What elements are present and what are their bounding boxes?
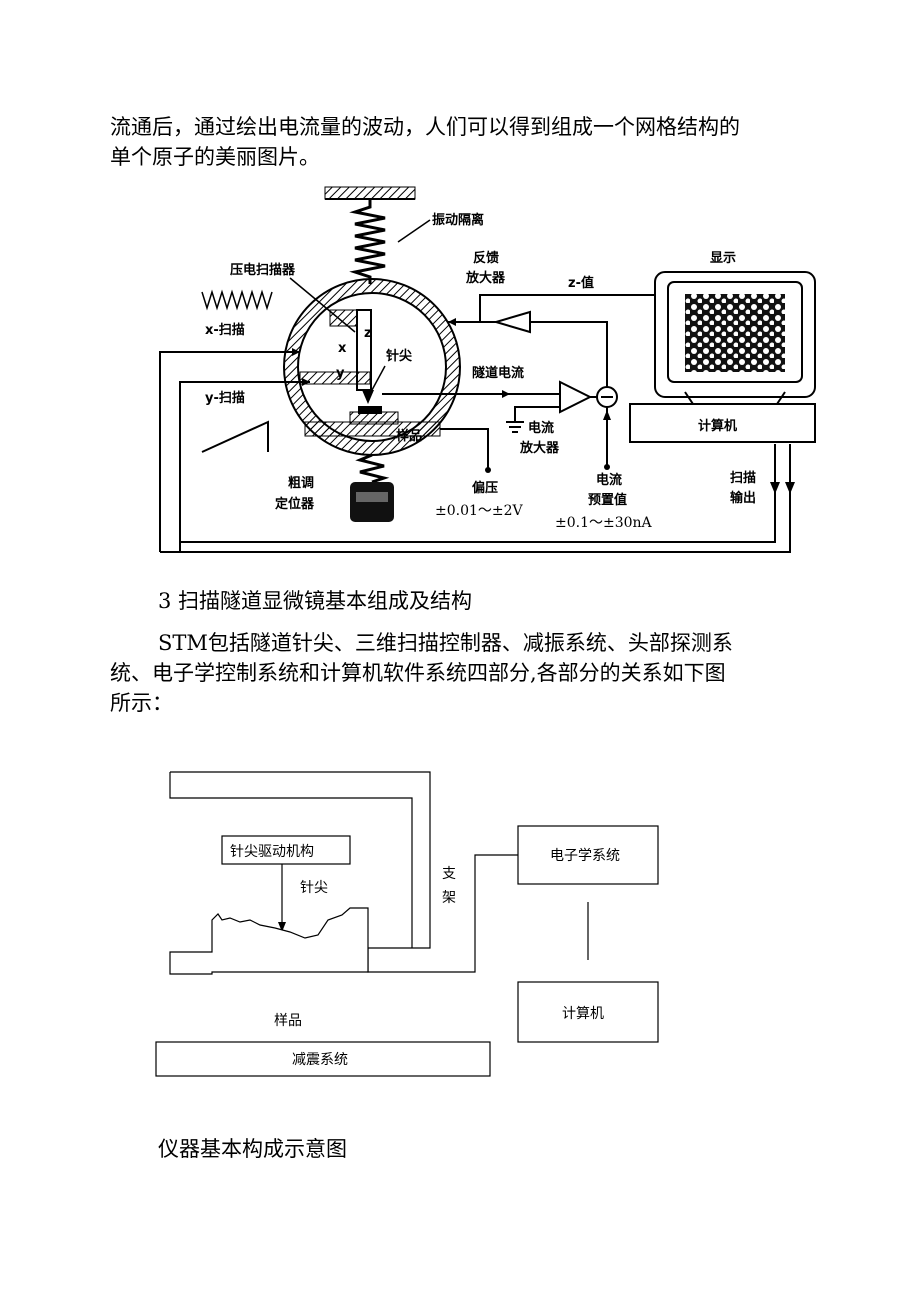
electronics-box (517, 825, 659, 885)
computer-case (629, 403, 816, 443)
label-y-scan: y-扫描 (205, 390, 245, 406)
damping-system-box (155, 1041, 491, 1077)
label-preset-1: 电流 (596, 472, 622, 488)
section-heading: 3 扫描隧道显微镜基本组成及结构 (158, 589, 473, 613)
ceiling-mount (324, 186, 416, 200)
label-x-scan: x-扫描 (205, 322, 245, 338)
stm-schematic-figure: 振动隔离 z y x 粗调 定位器 压电扫描器 x-扫描 y-扫描 反馈 放大器… (159, 186, 816, 553)
axis-z-label: z (364, 326, 372, 341)
label-sample: 样品 (396, 428, 422, 444)
sample-profile (169, 907, 369, 975)
body-line-1: STM包括隧道针尖、三维扫描控制器、减振系统、头部探测系 (158, 631, 733, 655)
label-coarse-1: 粗调 (288, 475, 314, 491)
label-damping: 减震系统 (292, 1052, 348, 1068)
label-tunnel-current: 隧道电流 (472, 365, 524, 381)
label-feedback-2: 放大器 (465, 270, 506, 286)
label-bias-1: 偏压 (472, 480, 498, 496)
spring-icon (349, 199, 386, 284)
label-support-1: 支 (442, 866, 456, 882)
intro-line-1: 流通后，通过绘出电流量的波动，人们可以得到组成一个网格结构的 (110, 115, 740, 139)
label-bias-range: ±0.01～±2V (435, 503, 524, 519)
label-sample: 样品 (274, 1013, 302, 1029)
body-line-2: 统、电子学控制系统和计算机软件系统四部分,各部分的关系如下图 (110, 661, 726, 685)
computer-box (517, 981, 659, 1043)
figure-caption: 仪器基本构成示意图 (158, 1137, 347, 1161)
label-z-value: z-值 (568, 275, 594, 291)
current-amplifier-symbol (559, 380, 593, 414)
body-line-3: 所示： (110, 691, 173, 715)
label-current-amp-2: 放大器 (519, 440, 560, 456)
label-tip: 针尖 (385, 348, 412, 364)
y-scan-waveform (201, 420, 269, 453)
label-feedback-1: 反馈 (473, 250, 499, 266)
label-display: 显示 (710, 251, 736, 266)
monitor-screen-image (685, 294, 785, 372)
x-scan-waveform (201, 289, 273, 311)
label-preset-range: ±0.1～±30nA (555, 515, 653, 531)
feedback-amplifier-symbol (492, 310, 531, 334)
label-computer: 计算机 (562, 1006, 604, 1022)
label-vibration-isolation: 振动隔离 (432, 212, 484, 228)
label-preset-2: 预置值 (588, 492, 627, 508)
instrument-block-diagram: 支 架 针尖驱动机构 针尖 样品 电子学系统 计算机 减震系统 (155, 771, 659, 1077)
label-piezo-scanner: 压电扫描器 (230, 262, 296, 278)
label-tip: 针尖 (300, 880, 328, 896)
label-scan-output-1: 扫描 (730, 470, 756, 486)
label-electronics: 电子学系统 (550, 848, 620, 864)
coarse-spring-icon (355, 453, 390, 484)
axis-y-label: y (336, 366, 345, 381)
label-scan-output-2: 输出 (730, 490, 756, 506)
label-current-amp-1: 电流 (528, 420, 554, 436)
tip-drive-box (221, 835, 351, 865)
label-support-2: 架 (442, 890, 456, 906)
intro-line-2: 单个原子的美丽图片。 (110, 145, 320, 169)
axis-x-label: x (338, 341, 347, 356)
label-tip-drive: 针尖驱动机构 (230, 844, 314, 860)
label-computer: 计算机 (698, 418, 737, 434)
label-coarse-2: 定位器 (274, 496, 315, 512)
